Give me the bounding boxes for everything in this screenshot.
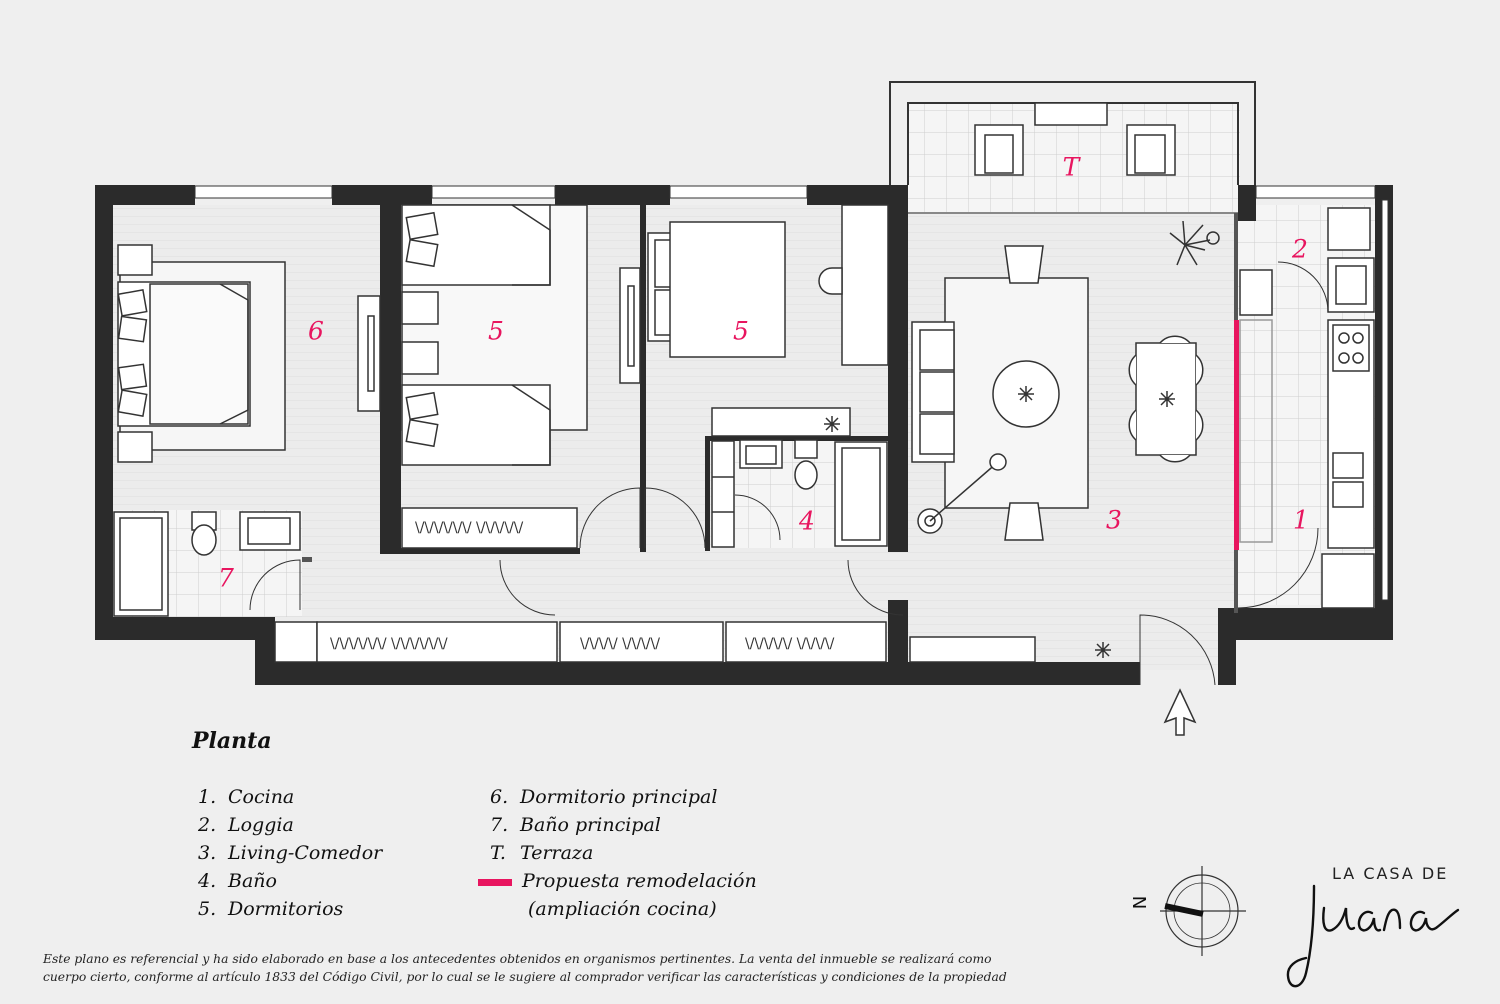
bathroom-4 [711, 407, 888, 548]
legend-label: Baño principal [520, 814, 661, 836]
legend-item: T. Terraza [490, 839, 757, 867]
legend-remodel-item: Propuesta remodelación [478, 867, 757, 895]
disclaimer-line-1: Este plano es referencial y ha sido elab… [43, 952, 992, 966]
disclaimer: Este plano es referencial y ha sido elab… [43, 950, 1103, 986]
legend-right-column: 6.Dormitorio principal 7.Baño principal … [478, 783, 757, 923]
legend-num: 3. [198, 842, 217, 864]
master-bed [117, 244, 286, 463]
room-label-6: 6 [308, 316, 324, 346]
legend-item: 6. Dormitorio principal [490, 783, 757, 811]
hall-wardrobes: \/\/\/\/\/\/ \/\/\/\/\/\/ \/\/\/\/ \/\/\… [274, 621, 1036, 663]
legend-item: 5. Dormitorios [198, 895, 382, 923]
compass-icon [1160, 866, 1246, 956]
brand-top-text: LA CASA DE [1332, 864, 1449, 883]
legend-item: 4. Baño [198, 867, 382, 895]
svg-text:\/\/\/\/\/\/ \/\/\/\/\/: \/\/\/\/\/\/ \/\/\/\/\/ [415, 520, 524, 536]
svg-text:\/\/\/\/ \/\/\/\/: \/\/\/\/ \/\/\/\/ [580, 636, 660, 652]
legend-label: Propuesta remodelación [522, 870, 757, 892]
north-label: N [1130, 895, 1152, 910]
room-label-7: 7 [218, 563, 234, 593]
bathroom-7 [113, 511, 301, 617]
walls [95, 185, 1393, 685]
legend-label: (ampliación cocina) [528, 898, 717, 920]
legend-num: 4. [198, 870, 217, 892]
entry-arrow-icon [1163, 688, 1197, 736]
legend-num: T. [490, 842, 506, 864]
legend-title: Planta [192, 728, 272, 754]
legend-item: 7. Baño principal [490, 811, 757, 839]
windows [194, 185, 1389, 601]
svg-text:\/\/\/\/\/ \/\/\/\/: \/\/\/\/\/ \/\/\/\/ [745, 636, 835, 652]
door-swings [249, 261, 1329, 686]
remodel-wall-line [1234, 320, 1239, 550]
legend-item: 3. Living-Comedor [198, 839, 382, 867]
legend-num: 7. [490, 814, 509, 836]
legend-label: Terraza [520, 842, 594, 864]
room-label-5a: 5 [488, 316, 504, 346]
legend-num: 6. [490, 786, 509, 808]
legend-label: Baño [228, 870, 277, 892]
legend-label: Loggia [228, 814, 294, 836]
remodel-swatch [478, 878, 512, 886]
legend-label: Dormitorios [228, 898, 344, 920]
terrace-furniture [974, 102, 1176, 176]
wardrobe-6 [357, 295, 381, 412]
legend-left-column: 1. Cocina 2. Loggia 3. Living-Comedor 4. Bañ… [198, 783, 382, 923]
legend-label: Living-Comedor [228, 842, 383, 864]
room-label-1: 1 [1293, 505, 1309, 535]
room-label-T: T [1062, 152, 1080, 182]
legend-num: 1. [198, 786, 217, 808]
legend-num: 2. [198, 814, 217, 836]
legend-label: Cocina [228, 786, 295, 808]
kitchen-fixtures [1321, 207, 1375, 609]
room-label-3: 3 [1106, 505, 1122, 535]
bed-5b [619, 204, 889, 384]
legend-num: 5. [198, 898, 217, 920]
wardrobe-5a: \/\/\/\/\/\/ \/\/\/\/\/ [401, 507, 578, 549]
svg-text:\/\/\/\/\/\/ \/\/\/\/\/\/: \/\/\/\/\/\/ \/\/\/\/\/\/ [330, 636, 448, 652]
legend-item: 1. Cocina [198, 783, 382, 811]
room-label-5b: 5 [733, 316, 749, 346]
legend-label: Dormitorio principal [520, 786, 718, 808]
disclaimer-line-2: cuerpo cierto, conforme al artículo 1833… [43, 970, 1007, 984]
room-label-4: 4 [799, 506, 815, 536]
room-label-2: 2 [1292, 234, 1308, 264]
legend-remodel-item-2: (ampliación cocina) [490, 895, 757, 923]
brand-signature-logo [1286, 884, 1460, 988]
twin-beds [401, 204, 588, 466]
legend-item: 2. Loggia [198, 811, 382, 839]
